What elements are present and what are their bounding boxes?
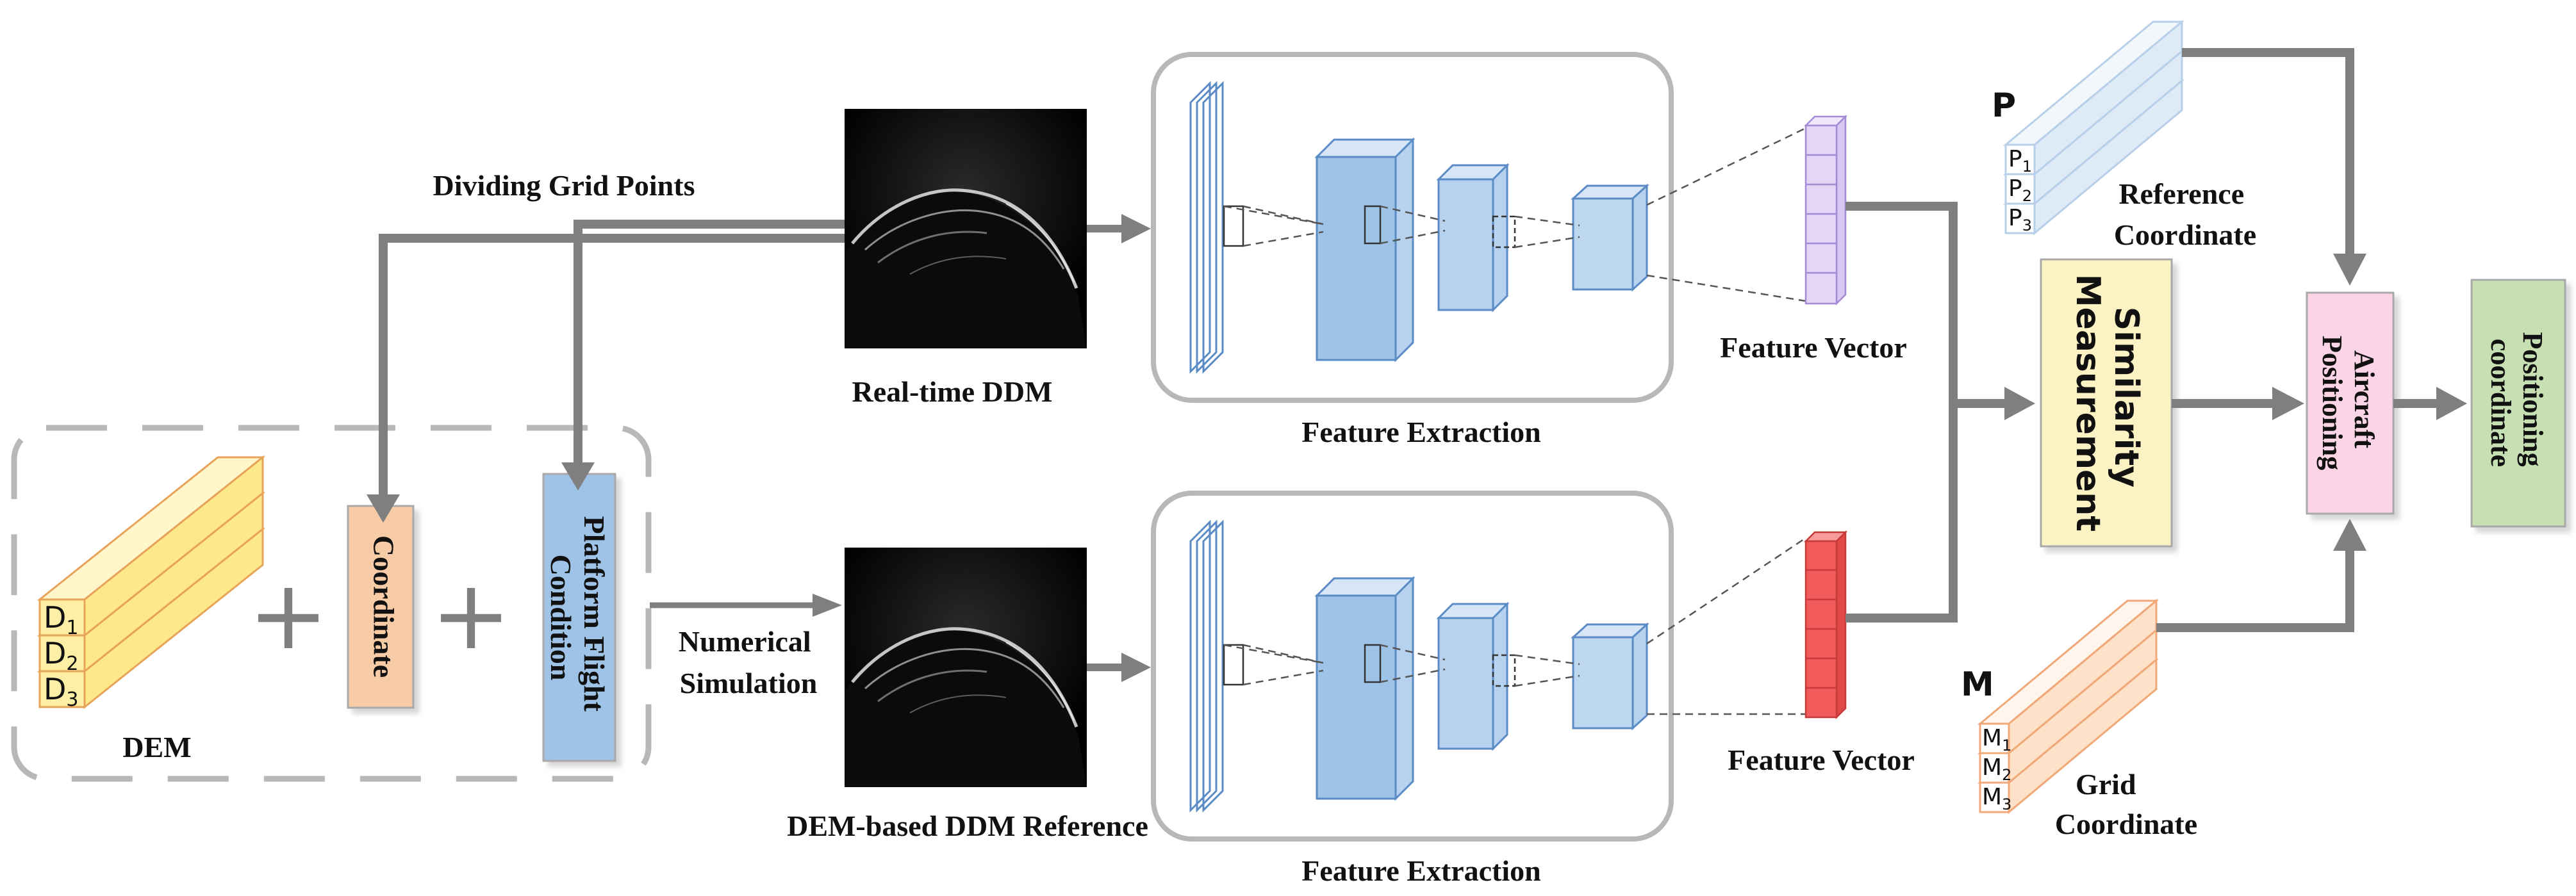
plus-operator-2: + (431, 560, 511, 671)
similarity-to-aircraft-arrow (2172, 387, 2304, 420)
p-stack: P1 P2 P3 (2002, 19, 2185, 236)
dem-label-3: D3 (44, 672, 79, 711)
conv-block-3-bottom (1571, 622, 1649, 731)
conv-block-3-top (1571, 183, 1649, 292)
feature-extraction-top-panel (1151, 52, 1674, 403)
grid-to-aircraft-arrow (2156, 519, 2366, 632)
vectors-to-similarity-arrow (1845, 202, 2035, 623)
ddm-to-feature-extraction-top-arrow (1087, 214, 1151, 243)
similarity-measurement-box: Similarity Measurement (2040, 258, 2173, 548)
feature-extraction-bottom-panel (1151, 491, 1674, 842)
dem-label-2: D2 (44, 636, 79, 675)
dem-based-ddm-reference-image (845, 548, 1087, 787)
conv-block-2-top (1436, 163, 1510, 313)
dem-label-1: D1 (44, 600, 79, 639)
dem-layer-1 (37, 455, 266, 638)
numerical-simulation-arrow (650, 594, 842, 617)
plus-operator-1: + (248, 560, 329, 671)
p-stack-title: P (1992, 86, 2016, 125)
m-label-1: M1 (1982, 725, 2011, 754)
feature-vector-bottom (1803, 530, 1848, 720)
aircraft-to-positioning-arrow (2393, 387, 2467, 420)
realtime-ddm-label: Real-time DDM (852, 375, 1053, 408)
conv-block-1-top (1314, 137, 1416, 362)
coordinate-box: Coordinate (347, 505, 415, 709)
aircraft-positioning-label: Aircraft Positioning (2316, 336, 2380, 470)
dem-caption: DEM (122, 731, 191, 763)
dividing-grid-points-label: Dividing Grid Points (433, 169, 695, 202)
dem-based-ddm-reference-label: DEM-based DDM Reference (787, 810, 1148, 842)
m-stack-title: M (1961, 665, 1994, 704)
m-layer-1 (1977, 598, 2159, 756)
realtime-ddm-image (845, 109, 1087, 348)
coordinate-label: Coordinate (367, 535, 400, 678)
realtime-to-platform-arrow (561, 220, 845, 491)
reference-to-aircraft-arrow (2182, 48, 2366, 286)
feature-vector-top (1803, 114, 1848, 306)
feature-vector-top-label: Feature Vector (1720, 331, 1907, 364)
m-stack: M1 M2 M3 (1977, 598, 2159, 815)
p-label-3: P3 (2008, 205, 2032, 234)
m-label-3: M3 (1982, 784, 2011, 813)
conv-block-1-bottom (1314, 576, 1416, 801)
positioning-coordinate-label: Positioning coordinate (2485, 332, 2548, 473)
p-layer-1 (2002, 19, 2185, 177)
positioning-coordinate-box: Positioning coordinate (2470, 279, 2566, 528)
similarity-measurement-label: Similarity Measurement (2068, 274, 2145, 532)
conv-block-2-bottom (1436, 601, 1510, 751)
platform-flight-condition-label: Platform Flight Condition (545, 516, 611, 719)
aircraft-positioning-box: Aircraft Positioning (2306, 291, 2395, 515)
ddm-to-feature-extraction-bottom-arrow (1087, 653, 1151, 682)
grid-coordinate-label: Grid Coordinate (2055, 768, 2197, 840)
feature-extraction-top-label: Feature Extraction (1301, 416, 1540, 448)
reference-coordinate-label: Reference Coordinate (2114, 177, 2256, 251)
input-layer-top (1189, 81, 1224, 374)
platform-flight-condition-box: Platform Flight Condition (542, 473, 616, 762)
numerical-simulation-label: Numerical Simulation (679, 625, 818, 699)
dem-stack: D1 D2 D3 (37, 455, 266, 711)
input-layer-bottom (1189, 519, 1224, 813)
grid-division-arrow (367, 234, 845, 523)
p-label-1: P1 (2008, 146, 2032, 175)
m-label-2: M2 (1982, 754, 2011, 784)
feature-extraction-bottom-label: Feature Extraction (1301, 854, 1540, 887)
p-label-2: P2 (2008, 175, 2032, 205)
feature-vector-bottom-label: Feature Vector (1728, 744, 1915, 776)
